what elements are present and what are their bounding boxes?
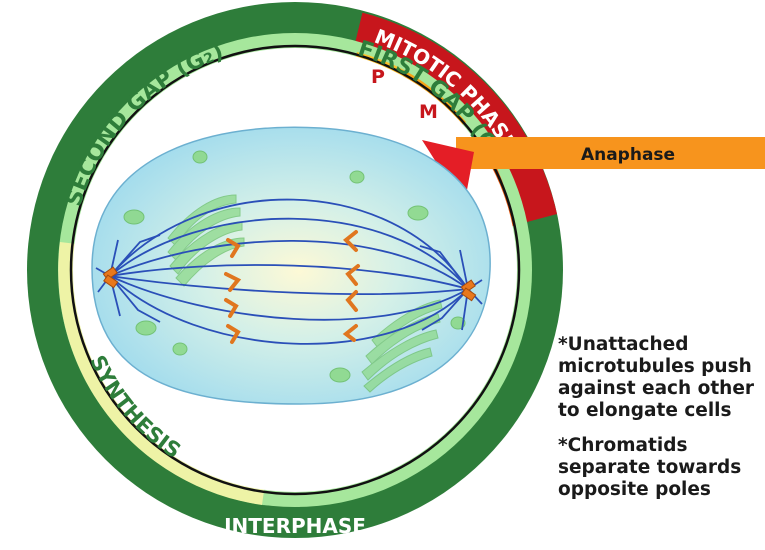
centrosome-right (460, 279, 477, 302)
vesicle (192, 150, 208, 164)
chromatid (343, 230, 358, 252)
dividing-cell (91, 126, 491, 405)
chromatid (224, 272, 242, 292)
chromatid (342, 324, 358, 342)
note-chromatids: *Chromatids separate towards opposite po… (558, 435, 742, 500)
chromatid (226, 238, 241, 258)
vesicle (349, 170, 365, 184)
telophase-letter: T (487, 192, 499, 212)
chromatid (224, 298, 239, 318)
spindle-fibers (95, 198, 483, 345)
mitochondrion (329, 367, 351, 383)
chromatid (345, 264, 360, 286)
vesicle (172, 342, 188, 356)
mitochondrion (407, 205, 429, 221)
golgi-left (167, 194, 245, 287)
mitochondrion (123, 209, 145, 225)
chromatid (226, 324, 241, 344)
anaphase-label: Anaphase (581, 145, 675, 165)
mitochondrion (135, 320, 157, 336)
inner-boundary (69, 44, 521, 496)
note-microtubules: *Unattached microtubules push against ea… (558, 334, 755, 421)
anaphase-bar (456, 137, 765, 169)
vesicle (450, 316, 466, 330)
metaphase-letter: M (419, 101, 438, 123)
centrosome-left (102, 266, 119, 289)
golgi-right (361, 299, 443, 393)
prophase-letter: P (371, 66, 385, 88)
interphase-label: INTERPHASE (224, 514, 366, 538)
annotation-notes: *Unattached microtubules push against ea… (558, 334, 763, 501)
chromatid (345, 290, 358, 312)
